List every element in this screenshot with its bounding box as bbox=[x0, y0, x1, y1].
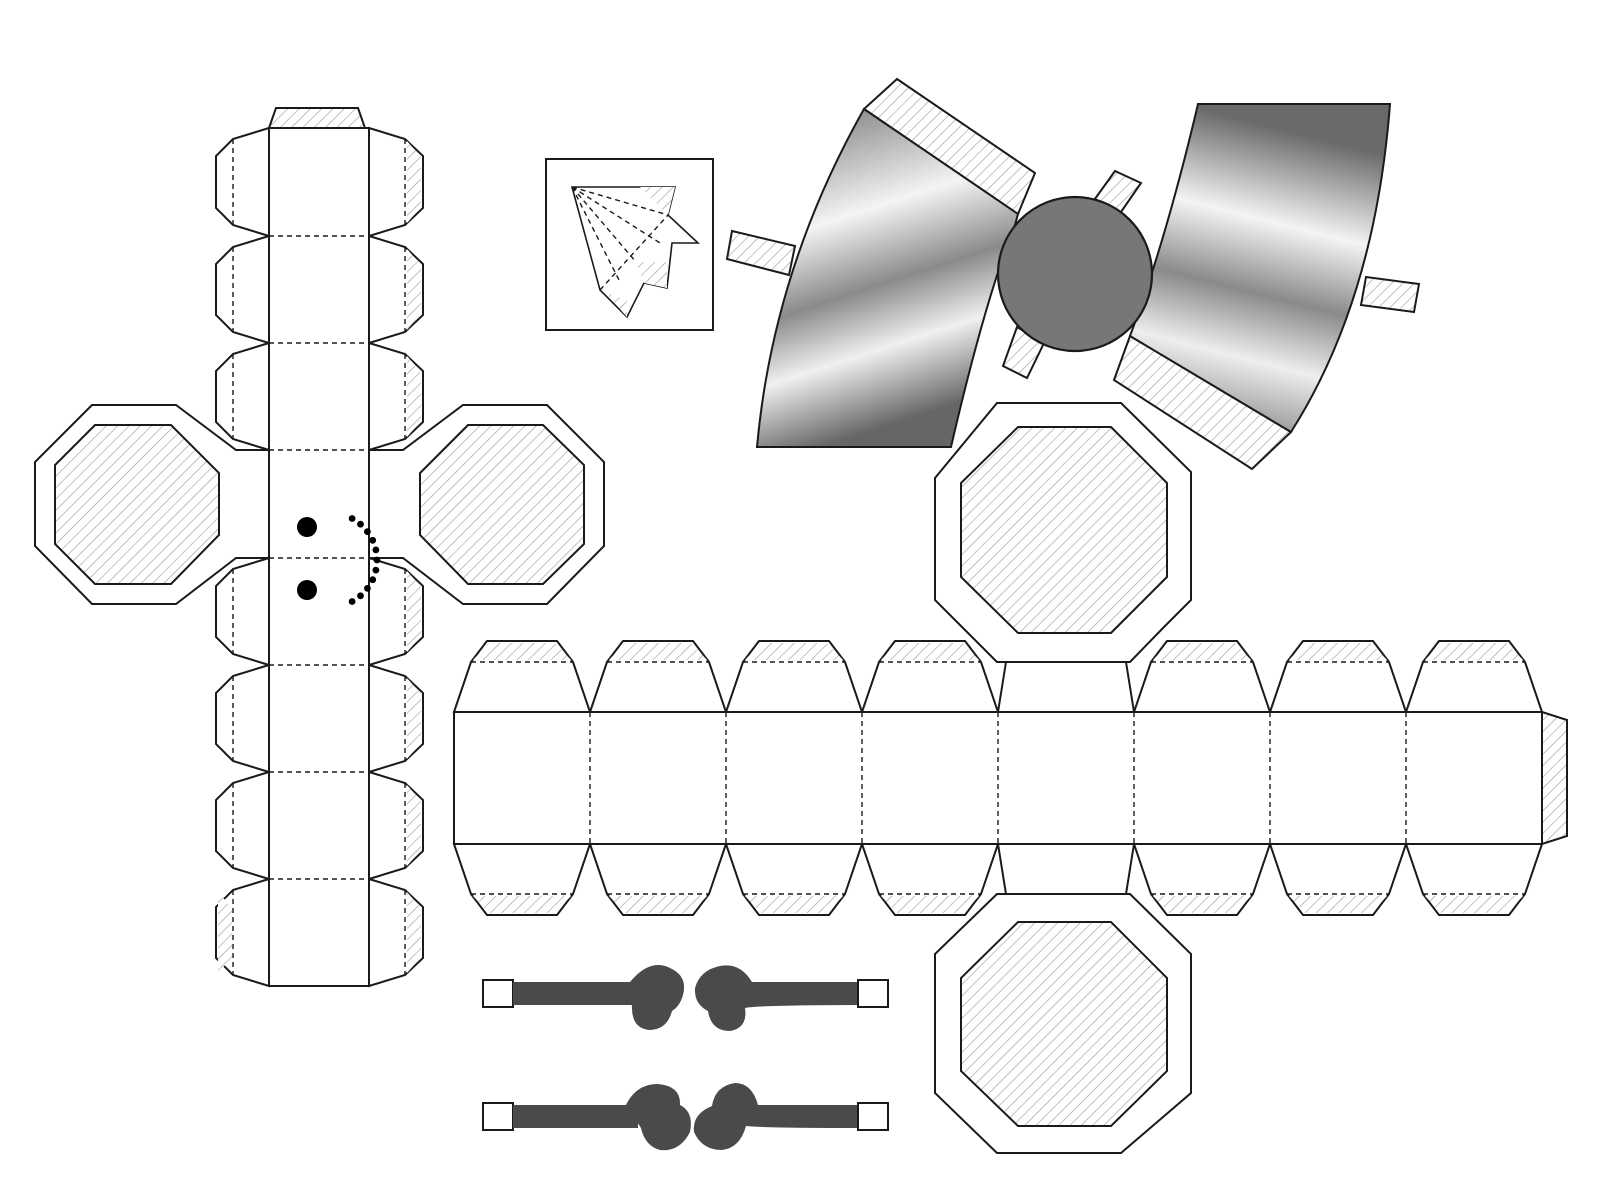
smile-dot bbox=[357, 520, 364, 528]
bow-right-end-tab bbox=[1359, 275, 1421, 314]
right-eye bbox=[297, 580, 317, 600]
smile-dot bbox=[372, 546, 380, 554]
strip-connector-top bbox=[996, 661, 1136, 713]
folding-instruction-diagram bbox=[545, 158, 714, 331]
vertical-body-strip bbox=[215, 107, 424, 988]
lower-octagon-cap bbox=[934, 893, 1192, 1154]
face bbox=[297, 515, 381, 605]
bow-left-end-tab bbox=[725, 229, 797, 277]
bow-right-wing bbox=[1128, 103, 1392, 434]
arm-upper bbox=[482, 965, 889, 1031]
smile bbox=[348, 515, 381, 605]
smile-dot bbox=[348, 515, 356, 522]
smile-dot bbox=[357, 592, 364, 600]
smile-dot bbox=[348, 598, 356, 605]
arm-lower bbox=[482, 1083, 889, 1151]
upper-octagon-cap bbox=[934, 402, 1192, 663]
smile-dot bbox=[372, 566, 380, 574]
horizontal-body-strip bbox=[452, 640, 1568, 916]
left-octagon-cap bbox=[34, 404, 270, 605]
smile-dot bbox=[364, 528, 371, 535]
strip-connector-bottom bbox=[996, 843, 1136, 895]
right-octagon-cap bbox=[368, 404, 605, 605]
smile-dot bbox=[373, 556, 381, 564]
left-eye bbox=[297, 517, 317, 537]
smile-dot bbox=[369, 576, 377, 584]
smile-dot bbox=[364, 585, 371, 592]
smile-dot bbox=[369, 536, 377, 544]
bow-center-knot bbox=[996, 195, 1154, 353]
strip-end-tab bbox=[1541, 710, 1568, 846]
bow bbox=[725, 77, 1421, 471]
